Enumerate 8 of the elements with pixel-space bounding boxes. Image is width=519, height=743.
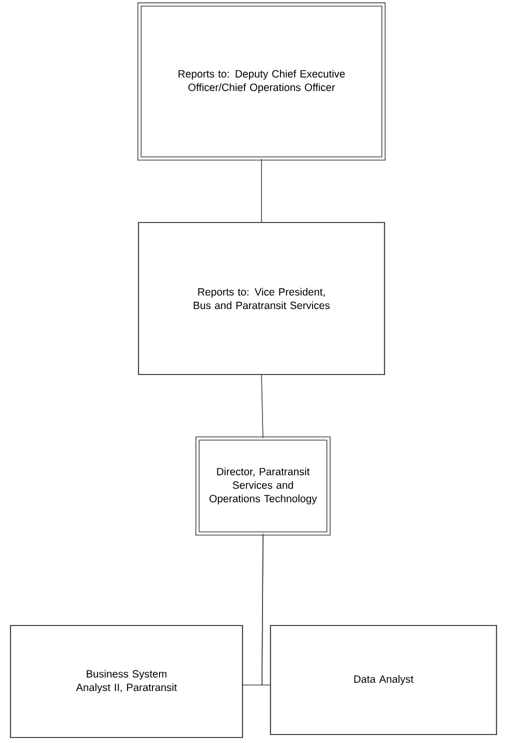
org-box: Reports to: Deputy Chief Executive Officer/Chief Operations Officer <box>137 2 386 161</box>
connector-line <box>261 158 262 222</box>
org-box: Data Analyst <box>270 624 498 736</box>
org-box: Business System Analyst II, Paratransit <box>10 624 244 738</box>
org-box: Director, Paratransit Services and Operations Technology <box>195 436 331 536</box>
org-box: Reports to: Vice President, Bus and Paratransit Services <box>138 222 386 376</box>
connector-line <box>261 374 264 438</box>
connector-line <box>262 534 270 686</box>
